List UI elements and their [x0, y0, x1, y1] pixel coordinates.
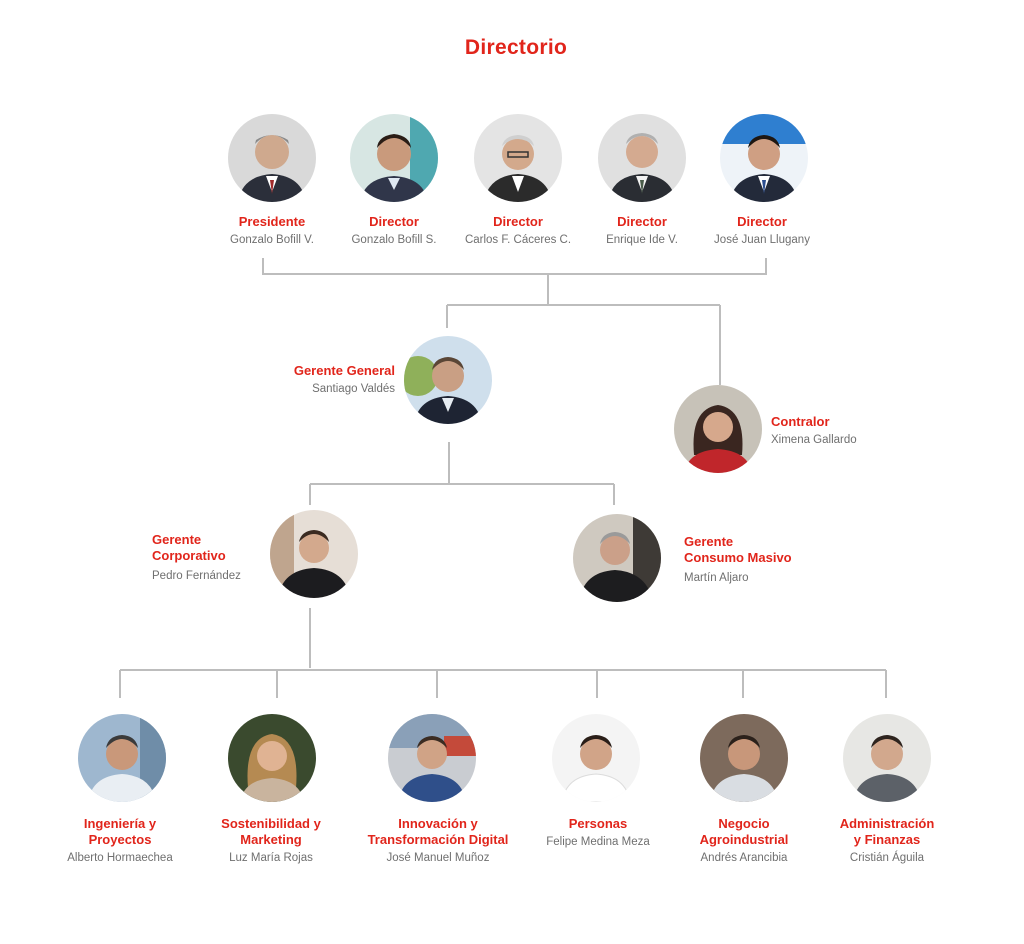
area-role-2: y Finanzas — [853, 832, 921, 847]
gerente-general-role: Gerente General — [293, 363, 395, 378]
board-role: Director — [369, 214, 419, 229]
gerente-corporativo-label: Gerente Corporativo Pedro Fernández — [152, 532, 272, 584]
area-name: Luz María Rojas — [229, 852, 313, 864]
page-title: Directorio — [464, 36, 568, 59]
board-member-3: Director Carlos F. Cáceres C. — [443, 214, 593, 248]
avatar-director-1 — [350, 114, 438, 202]
avatar-area-5 — [700, 714, 788, 802]
gerente-general-name: Santiago Valdés — [312, 383, 395, 395]
gerente-general-label: Gerente General Santiago Valdés — [250, 363, 395, 397]
contralor-role: Contralor — [771, 414, 830, 429]
area-name: Cristián Águila — [849, 852, 925, 864]
area-name: José Manuel Muñoz — [386, 852, 490, 864]
area-role-2: Agroindustrial — [699, 832, 789, 847]
avatar-contralor — [674, 385, 762, 473]
area-6-label: Administración y Finanzas Cristián Águil… — [816, 816, 958, 866]
area-1-label: Ingeniería y Proyectos Alberto Hormaeche… — [50, 816, 190, 866]
gerente-consumo-name: Martín Aljaro — [684, 572, 749, 584]
avatar-director-3 — [598, 114, 686, 202]
board-role: Director — [617, 214, 667, 229]
board-member-2: Director Gonzalo Bofill S. — [324, 214, 464, 248]
area-4-label: Personas Felipe Medina Meza — [527, 816, 669, 850]
area-role-1: Negocio — [718, 816, 770, 831]
board-member-5: Director José Juan Llugany — [692, 214, 832, 248]
avatar-gerente-general — [404, 336, 492, 424]
contralor-name: Ximena Gallardo — [771, 434, 857, 446]
board-name: José Juan Llugany — [714, 234, 810, 246]
area-role-1: Ingeniería y — [83, 816, 157, 831]
board-name: Gonzalo Bofill S. — [351, 234, 437, 246]
gerente-consumo-label: Gerente Consumo Masivo Martín Aljaro — [684, 534, 834, 586]
area-name: Alberto Hormaechea — [67, 852, 173, 864]
board-name: Carlos F. Cáceres C. — [464, 234, 572, 246]
avatar-gerente-corporativo — [270, 510, 358, 598]
area-role-2: Marketing — [240, 832, 302, 847]
avatar-presidente — [228, 114, 316, 202]
avatar-area-3 — [388, 714, 476, 802]
avatar-area-4 — [552, 714, 640, 802]
board-role: Director — [493, 214, 543, 229]
gerente-corporativo-role-2: Corporativo — [152, 548, 226, 563]
avatar-director-4 — [720, 114, 808, 202]
avatar-gerente-consumo — [573, 514, 661, 602]
area-name: Felipe Medina Meza — [546, 836, 650, 848]
board-member-1: Presidente Gonzalo Bofill V. — [202, 214, 342, 248]
area-3-label: Innovación y Transformación Digital José… — [350, 816, 526, 866]
avatar-area-1 — [78, 714, 166, 802]
area-role-1: Innovación y — [398, 816, 478, 831]
avatar-director-2 — [474, 114, 562, 202]
contralor-label: Contralor Ximena Gallardo — [771, 414, 911, 448]
area-name: Andrés Arancibia — [700, 852, 788, 864]
gerente-corporativo-name: Pedro Fernández — [152, 570, 241, 582]
area-role-1: Administración — [839, 816, 935, 831]
area-role-1: Personas — [568, 816, 628, 831]
avatar-area-2 — [228, 714, 316, 802]
board-member-4: Director Enrique Ide V. — [572, 214, 712, 248]
avatar-area-6 — [843, 714, 931, 802]
area-role-1: Sostenibilidad y — [221, 816, 321, 831]
gerente-consumo-role-1: Gerente — [684, 534, 734, 549]
area-role-2: Proyectos — [88, 832, 152, 847]
board-role: Director — [737, 214, 787, 229]
area-role-2: Transformación Digital — [367, 832, 509, 847]
gerente-corporativo-role-1: Gerente — [152, 532, 202, 547]
board-role: Presidente — [238, 214, 306, 229]
board-name: Gonzalo Bofill V. — [230, 234, 314, 246]
gerente-consumo-role-2: Consumo Masivo — [684, 550, 792, 565]
area-5-label: Negocio Agroindustrial Andrés Arancibia — [672, 816, 816, 866]
area-2-label: Sostenibilidad y Marketing Luz María Roj… — [196, 816, 346, 866]
board-name: Enrique Ide V. — [606, 234, 678, 246]
